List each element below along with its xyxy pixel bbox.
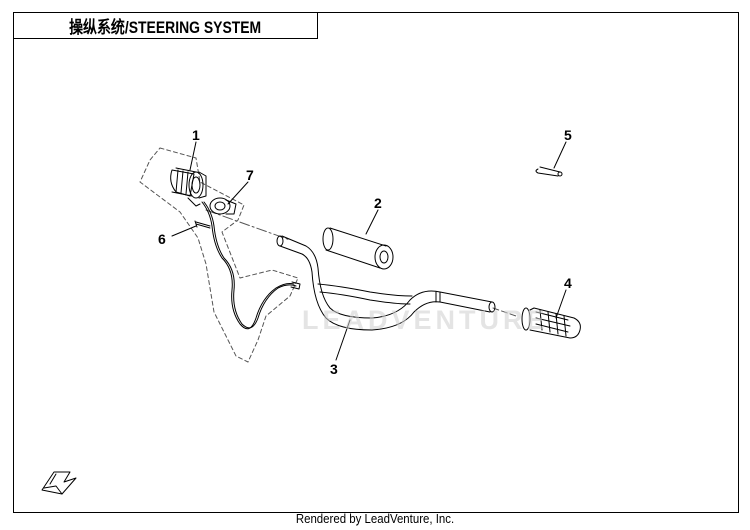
leader-3 — [335, 319, 351, 361]
callout-2: 2 — [374, 195, 382, 211]
leader-4 — [555, 289, 567, 319]
leader-1 — [189, 141, 197, 171]
leader-6 — [171, 225, 197, 237]
throttle-cable — [201, 201, 295, 330]
assembly-outline — [139, 147, 299, 363]
callout-5: 5 — [564, 127, 572, 143]
handlebar-pad-part — [322, 227, 394, 270]
center-line — [205, 209, 291, 241]
drawing-frame — [13, 12, 739, 513]
leader-2 — [365, 209, 379, 235]
handlebar-part — [276, 235, 496, 331]
leader-5 — [553, 141, 567, 169]
grip-part — [521, 307, 581, 339]
leader-7 — [227, 181, 249, 205]
page-title: 操纵系统/STEERING SYSTEM — [68, 17, 262, 37]
collar-part — [209, 197, 237, 215]
throttle-grip-part — [170, 167, 207, 207]
callout-7: 7 — [246, 167, 254, 183]
screw-part — [194, 220, 211, 229]
callout-3: 3 — [330, 361, 338, 377]
title-box: 操纵系统/STEERING SYSTEM — [13, 12, 318, 39]
cotter-pin-part — [535, 166, 563, 177]
footer-credit: Rendered by LeadVenture, Inc. — [295, 511, 455, 526]
callout-6: 6 — [158, 231, 166, 247]
callout-4: 4 — [564, 275, 572, 291]
orientation-arrow-icon — [41, 471, 77, 495]
callout-1: 1 — [192, 127, 200, 143]
watermark-logo: LEADVENTURE — [302, 305, 549, 335]
center-line-right — [492, 307, 517, 317]
